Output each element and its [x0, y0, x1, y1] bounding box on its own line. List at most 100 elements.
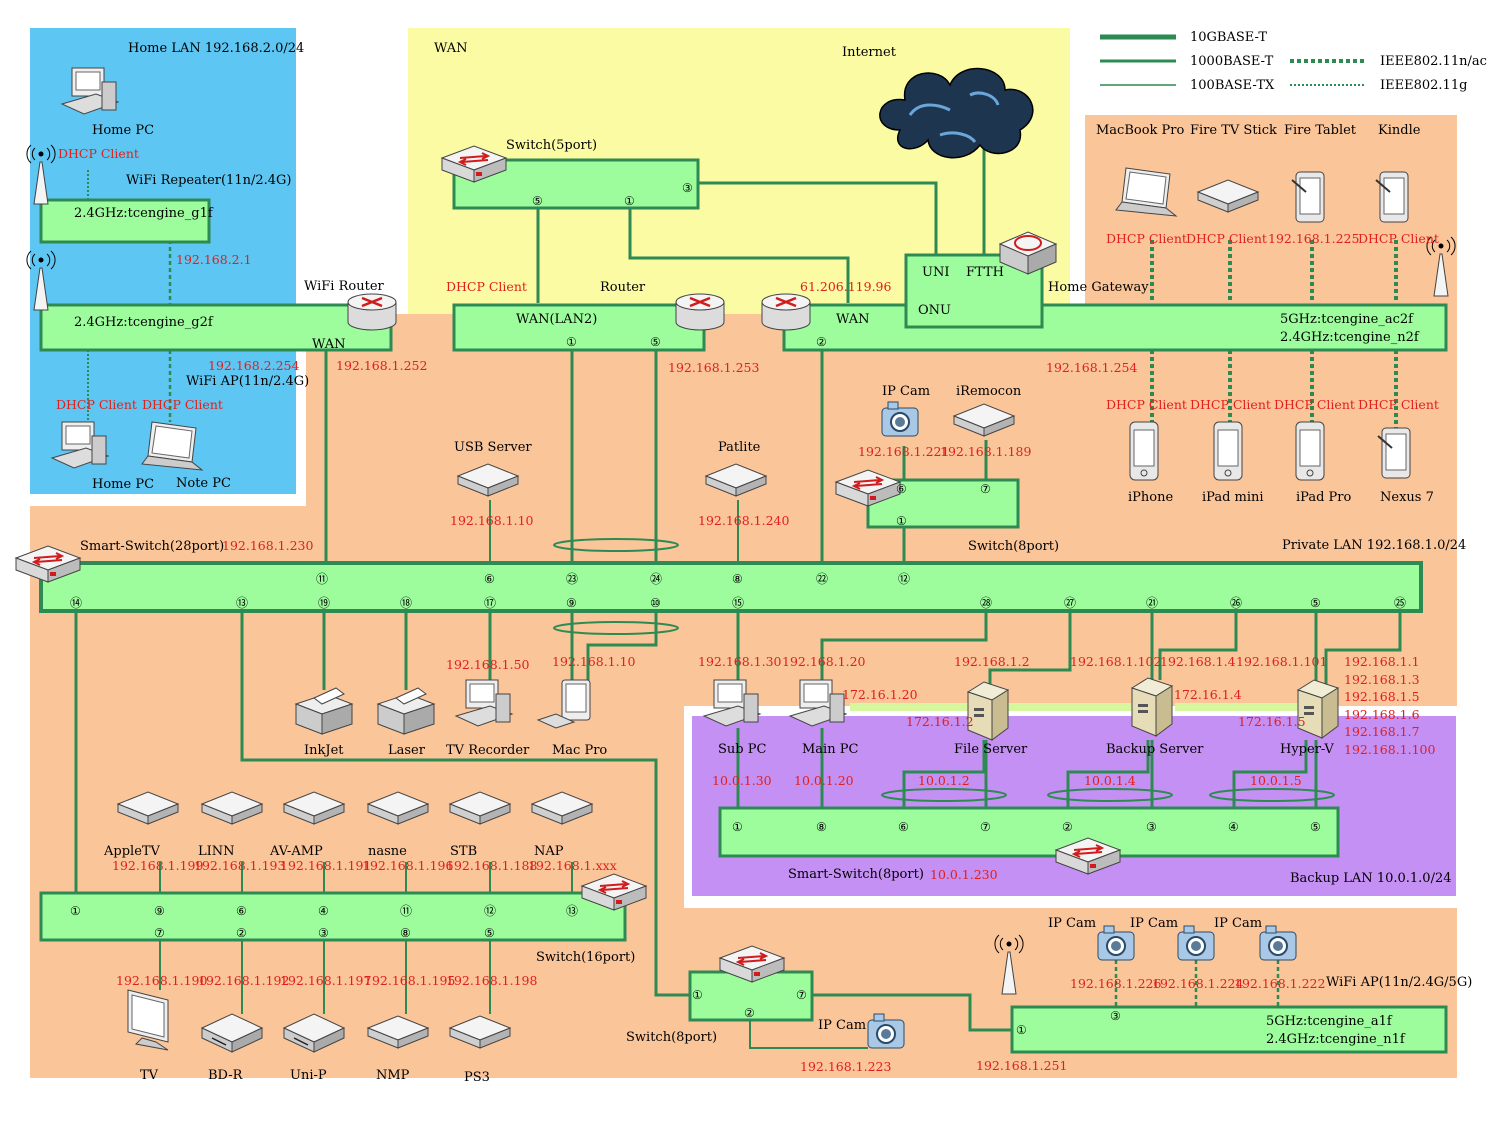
hyperv-icon — [1297, 679, 1339, 739]
hyperv-ip-100: 192.168.1.100 — [1344, 742, 1435, 757]
kindle-label: Kindle — [1378, 123, 1421, 138]
switch5-port-3: ③ — [682, 181, 693, 195]
home-lan-title: Home LAN 192.168.2.0/24 — [128, 41, 304, 56]
mac-pro-ip: 192.168.1.10 — [552, 654, 636, 669]
switch8-top-port-1: ① — [896, 514, 907, 528]
smart8-port-2: ② — [1062, 820, 1073, 834]
nap-ip: 192.168.1.xxx — [528, 858, 617, 873]
smart-switch-8-label: Smart-Switch(8port) — [788, 867, 924, 882]
ip-cam-a-ip: 192.168.1.226 — [1070, 976, 1161, 991]
file-server-icon — [967, 681, 1009, 741]
legend-100: 100BASE-TX — [1190, 78, 1275, 93]
file-server-label: File Server — [954, 742, 1028, 757]
home-ap-ip: 192.168.2.254 — [208, 358, 299, 373]
iphone-dhcp: DHCP Client — [1106, 397, 1187, 412]
hyperv-ip-6: 192.168.1.6 — [1344, 707, 1420, 722]
p28-port-17: ⑰ — [484, 596, 496, 610]
stb-ip: 192.168.1.188 — [446, 858, 537, 873]
p28-port-13: ⑬ — [236, 596, 248, 610]
ipad-mini-dhcp: DHCP Client — [1190, 397, 1271, 412]
switch8-top-label: Switch(8port) — [968, 539, 1059, 554]
ip-cam-top-label: IP Cam — [882, 384, 930, 399]
p28-port-19: ⑲ — [318, 596, 330, 610]
main-pc-172-ip: 172.16.1.20 — [842, 687, 918, 702]
hyperv-10-ip: 10.0.1.5 — [1250, 773, 1302, 788]
backup-server-ip2: 192.168.1.4 — [1160, 654, 1236, 669]
av-amp-label: AV-AMP — [269, 844, 323, 859]
bdr-ip: 192.168.1.192 — [198, 973, 289, 988]
nap-label: NAP — [534, 844, 564, 859]
note-pc-icon — [141, 421, 203, 471]
gateway-lan-ip: 192.168.1.254 — [1046, 360, 1137, 375]
unip-label: Uni-P — [290, 1068, 327, 1083]
file-server-10-ip: 10.0.1.2 — [918, 773, 970, 788]
onu-device-icon — [998, 231, 1058, 275]
s16-port-7: ⑦ — [154, 926, 165, 940]
nmp-ip: 192.168.1.195 — [364, 973, 455, 988]
hyperv-ip-5: 192.168.1.5 — [1344, 689, 1420, 704]
sub-pc-label: Sub PC — [718, 742, 766, 757]
wifi-ap-bottom-label: WiFi AP(11n/2.4G/5G) — [1326, 975, 1472, 990]
gateway-port-2: ② — [816, 335, 827, 349]
hyperv-ip: 192.168.1.101 — [1236, 654, 1327, 669]
s16-port-4: ④ — [318, 904, 329, 918]
main-pc-ip: 192.168.1.20 — [782, 654, 866, 669]
kindle-icon — [1375, 171, 1409, 223]
p28-port-5: ⑤ — [1310, 596, 1321, 610]
smart8-port-4: ④ — [1228, 820, 1239, 834]
legend-10g: 10GBASE-T — [1190, 30, 1267, 45]
nexus7-label: Nexus 7 — [1380, 490, 1434, 505]
iremocon-ip: 192.168.1.189 — [940, 444, 1031, 459]
switch8-bottom-label: Switch(8port) — [626, 1030, 717, 1045]
hyperv-ip-3: 192.168.1.3 — [1344, 672, 1420, 687]
ap-ssid-24g: 2.4GHz:tcengine_n1f — [1266, 1032, 1406, 1047]
main-pc-10-ip: 10.0.1.20 — [794, 773, 854, 788]
wifi-ap-bottom-ip: 192.168.1.251 — [976, 1058, 1067, 1073]
switch-bars — [39, 158, 1448, 1054]
backup-server-172-ip: 172.16.1.4 — [1174, 687, 1242, 702]
ip-cam-bottom-label: IP Cam — [818, 1018, 866, 1033]
laser-label: Laser — [388, 743, 426, 758]
ip-cam-b-label: IP Cam — [1130, 916, 1178, 931]
uni-label: UNI — [922, 265, 949, 280]
s16-port-2: ② — [236, 926, 247, 940]
p28-port-22: ㉒ — [816, 572, 828, 586]
p28-port-23: ㉓ — [566, 572, 578, 586]
home-pc-bottom-dhcp: DHCP Client — [56, 397, 137, 412]
ps3-label: PS3 — [464, 1070, 490, 1085]
backup-server-10-ip: 10.0.1.4 — [1084, 773, 1136, 788]
fire-tablet-icon — [1291, 171, 1325, 223]
macbook-icon — [1115, 167, 1177, 217]
gateway-ssid-5g: 5GHz:tcengine_ac2f — [1280, 312, 1414, 327]
av-amp-ip: 192.168.1.191 — [280, 858, 371, 873]
router-icon — [674, 292, 726, 332]
home-pc-top-label: Home PC — [92, 123, 154, 138]
repeater-ip: 192.168.2.1 — [176, 252, 252, 267]
router-port-1: ① — [566, 335, 577, 349]
linn-ip: 192.168.1.193 — [194, 858, 285, 873]
mac-pro-label: Mac Pro — [552, 743, 607, 758]
legend: 10GBASE-T 1000BASE-T 100BASE-TX IEEE802.… — [1100, 30, 1487, 93]
switch8-top-port-7: ⑦ — [980, 482, 991, 496]
ipad-pro-label: iPad Pro — [1296, 490, 1351, 505]
fire-tablet-ip: 192.168.1.225 — [1268, 231, 1359, 246]
router-port-5: ⑤ — [650, 335, 661, 349]
connections — [74, 140, 1402, 1049]
backup-lan-title: Backup LAN 10.0.1.0/24 — [1290, 871, 1452, 886]
wifi-router-icon — [346, 292, 398, 332]
nmp-label: NMP — [376, 1068, 410, 1083]
p28-port-27: ㉗ — [1064, 596, 1076, 610]
apple-tv-label: AppleTV — [103, 844, 161, 859]
patlite-label: Patlite — [718, 440, 761, 455]
p28-port-11: ⑪ — [316, 572, 328, 586]
note-pc-label: Note PC — [176, 476, 231, 491]
ipad-mini-icon — [1213, 421, 1243, 481]
s16-port-6: ⑥ — [236, 904, 247, 918]
smart8-port-6: ⑥ — [898, 820, 909, 834]
s16-port-3: ③ — [318, 926, 329, 940]
kindle-dhcp: DHCP Client — [1358, 231, 1439, 246]
hyperv-ip-1: 192.168.1.1 — [1344, 654, 1420, 669]
s16-port-9: ⑨ — [154, 904, 165, 918]
hyperv-label: Hyper-V — [1280, 742, 1334, 757]
